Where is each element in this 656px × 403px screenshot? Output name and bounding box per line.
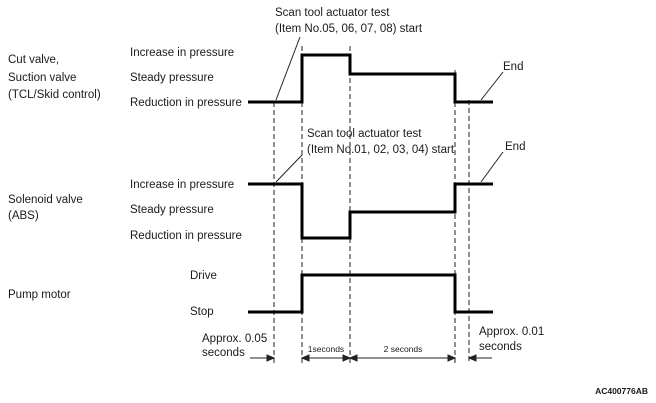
cut-valve-level-steady: Steady pressure <box>130 72 214 84</box>
start-mid-annotation-2: (Item No.01, 02, 03, 04) start <box>307 144 455 156</box>
start-top-annotation-2: (Item No.05, 06, 07, 08) start <box>275 23 423 35</box>
cut-valve-name-2: Suction valve <box>8 72 76 84</box>
solenoid-level-steady: Steady pressure <box>130 204 214 216</box>
start-top-annotation-1: Scan tool actuator test <box>275 7 390 19</box>
interval-1-head-right <box>342 354 352 362</box>
interval-1-label: 1seconds <box>308 344 344 354</box>
left-timing-note-1: Approx. 0.05 <box>202 333 267 345</box>
right-timing-note-2: seconds <box>479 341 522 353</box>
figure-code: AC400776AB <box>595 386 648 396</box>
interval-1-head-left <box>300 354 310 362</box>
solenoid-valve-waveform <box>248 182 493 240</box>
start-mid-annotation-1: Scan tool actuator test <box>307 128 422 140</box>
waveforms <box>248 53 493 314</box>
solenoid-valve-name-2: (ABS) <box>8 210 39 222</box>
pump-level-drive: Drive <box>190 270 217 282</box>
left-arrow-head <box>266 354 276 362</box>
solenoid-level-reduction: Reduction in pressure <box>130 230 242 242</box>
end-mid-label: End <box>505 141 525 153</box>
left-timing-note-2: seconds <box>202 347 245 359</box>
pump-motor-waveform <box>248 273 493 314</box>
interval-2-head-left <box>348 354 358 362</box>
solenoid-level-increase: Increase in pressure <box>130 179 234 191</box>
cut-valve-name-1: Cut valve, <box>8 54 59 66</box>
cut-valve-level-reduction: Reduction in pressure <box>130 97 242 109</box>
end-top-label: End <box>503 61 523 73</box>
pump-level-stop: Stop <box>190 306 214 318</box>
leader-lines <box>275 36 504 183</box>
timing-arrows <box>250 354 492 362</box>
cut-valve-level-increase: Increase in pressure <box>130 47 234 59</box>
cut-valve-waveform <box>248 53 493 104</box>
end-top-leader <box>480 71 504 101</box>
interval-2-label: 2 seconds <box>384 344 423 354</box>
start-mid-leader <box>275 154 303 183</box>
right-arrow-head <box>467 354 477 362</box>
solenoid-valve-name-1: Solenoid valve <box>8 194 83 206</box>
right-timing-note-1: Approx. 0.01 <box>479 326 544 338</box>
interval-2-head-right <box>447 354 457 362</box>
cut-valve-name-3: (TCL/Skid control) <box>8 89 101 101</box>
end-mid-leader <box>480 151 504 183</box>
pump-motor-name: Pump motor <box>8 289 71 301</box>
start-top-leader <box>275 36 301 101</box>
